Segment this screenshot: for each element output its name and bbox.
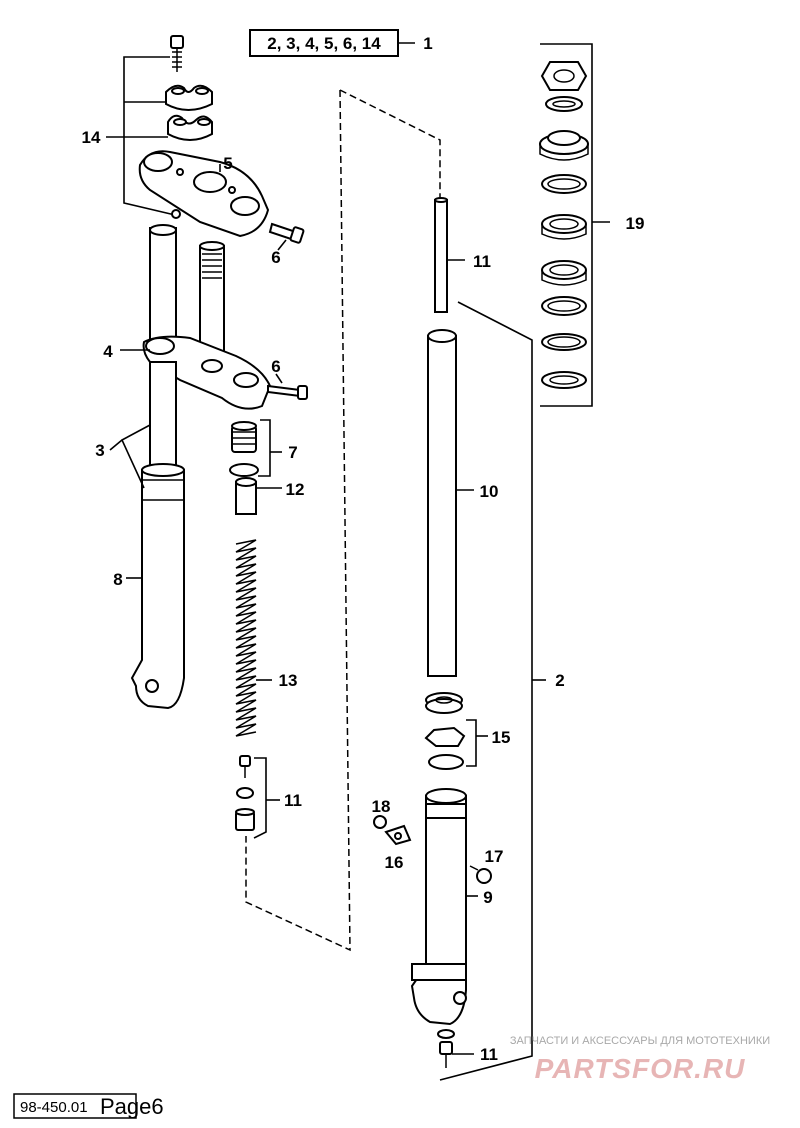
callout-9: 9	[483, 888, 492, 907]
callout-3: 3	[95, 441, 104, 460]
bracket-2: 2	[439, 301, 565, 1081]
fork-leg-assembled: 4 3 8	[95, 224, 272, 710]
callout-18: 18	[372, 797, 391, 816]
callout-16: 16	[385, 853, 404, 872]
pinch-bolt-upper: 6	[268, 222, 305, 267]
kit-label: 2, 3, 4, 5, 6, 14 1	[249, 29, 433, 57]
damper-bolt-right: 11	[437, 1029, 498, 1068]
damper-bolt-kit-left: 11	[235, 755, 302, 839]
steering-bearing-kit: 19	[539, 43, 645, 407]
upper-triple-clamp: 5	[138, 150, 270, 238]
alignment-dashes	[245, 89, 441, 952]
kit-label-text: 2, 3, 4, 5, 6, 14	[267, 34, 381, 53]
doc-number: 98-450.01	[20, 1099, 88, 1116]
spacer-tube: 12	[235, 477, 305, 515]
fork-cap-assembly: 7	[229, 419, 298, 477]
cable-guide: 16	[384, 824, 412, 872]
damper-rod: 11	[434, 197, 491, 313]
callout-11-rod: 11	[473, 252, 491, 271]
pinch-bolt-lower: 6	[267, 357, 308, 400]
bleeder-screw: 18	[372, 797, 391, 829]
callout-8: 8	[113, 570, 122, 589]
callout-1: 1	[423, 34, 432, 53]
fork-spring: 13	[235, 539, 298, 737]
callout-13: 13	[279, 671, 298, 690]
callout-6-top: 6	[271, 248, 280, 267]
callout-6-bottom: 6	[271, 357, 280, 376]
callout-19: 19	[626, 214, 645, 233]
callout-17: 17	[485, 847, 504, 866]
callout-5: 5	[223, 154, 232, 173]
outer-slider: 9	[410, 788, 493, 1026]
watermark: ЗАПЧАСТИ И АКСЕССУАРЫ ДЛЯ МОТОТЕХНИКИ PA…	[510, 1035, 770, 1084]
callout-12: 12	[286, 480, 305, 499]
page-label: Page6	[100, 1094, 164, 1119]
footer: 98-450.01 Page6	[13, 1093, 164, 1119]
callout-11-left: 11	[284, 791, 302, 810]
callout-4: 4	[103, 342, 113, 361]
inner-tube: 10	[427, 329, 499, 677]
callout-7: 7	[288, 443, 297, 462]
callout-2: 2	[555, 671, 564, 690]
axle-clamp-bolt: 17	[469, 847, 504, 884]
callout-15: 15	[492, 728, 511, 747]
watermark-brand: PARTSFOR.RU	[535, 1053, 746, 1084]
handlebar-clamp-assembly: 14	[82, 35, 213, 216]
callout-14: 14	[82, 128, 101, 147]
callout-10: 10	[480, 482, 499, 501]
seal-kit: 15	[424, 692, 511, 770]
watermark-caption: ЗАПЧАСТИ И АКСЕССУАРЫ ДЛЯ МОТОТЕХНИКИ	[510, 1035, 770, 1047]
callout-11-bottom: 11	[480, 1045, 498, 1064]
